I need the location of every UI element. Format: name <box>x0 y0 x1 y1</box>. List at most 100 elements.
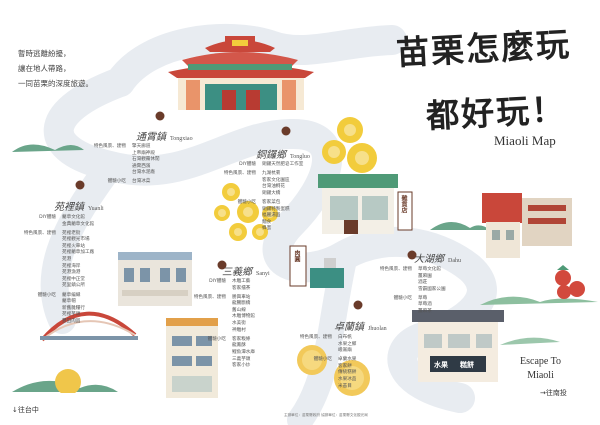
info-items: 草莓文化館薑麻園酒莊雪霸國家公園 <box>418 267 446 293</box>
info-items: 藺草編織藺草帽新舊雜糧行苑裡芋頭豐田肉圓 <box>62 293 85 326</box>
info-item: 豐田肉圓 <box>62 318 81 324</box>
info-item: 麵食 <box>262 219 272 225</box>
info-category: 特色風景、建物 <box>299 335 332 340</box>
info-item: 銅鑼天然肥皂工作室 <box>262 162 304 167</box>
town-label-dahu: 大湖鄉 Dahu <box>414 250 461 265</box>
info-section: 體驗小吃草莓草莓酒薑麻茶 <box>374 296 446 316</box>
info-section: 體驗小吃卓蘭水果客家餅傳統糕餅水果冰品米苔目 <box>294 357 357 390</box>
info-items: 台灣冰菜 <box>132 179 150 186</box>
town-label-tongluo: 銅鑼鄉 Tongluo <box>256 146 310 161</box>
town-label-zhuolan: 卓蘭鎮 Jhuolan <box>334 318 387 333</box>
info-item: 苑裡中正堂 <box>62 276 85 282</box>
info-item: 草莓 <box>418 295 428 301</box>
info-category: DIY體驗 <box>209 279 226 284</box>
info-section: 體驗小吃客家菜包銅鑼特製蛋糕福麗湯圓麵食蜂蜜 <box>218 200 303 233</box>
info-item: 擎天廊道 <box>132 144 151 149</box>
info-item: 草莓文化館 <box>418 267 441 272</box>
info-item: 苑裡老街 <box>62 230 81 236</box>
info-item: 客家菜包 <box>262 199 281 205</box>
sanyi-shop-sign: 肉圓 <box>293 250 300 262</box>
zhuolan-store-sign: 水果 <box>434 361 448 369</box>
info-section: 體驗小吃客家粄條龍鳳酥鯉魚潭水庫三義芋頭客家小炒 <box>188 337 255 370</box>
info-items: 客家粄條龍鳳酥鯉魚潭水庫三義芋頭客家小炒 <box>232 337 255 370</box>
info-item: 上帝廟神殿 <box>132 150 155 156</box>
info-item: 勝興車站 <box>232 294 251 300</box>
info-category: 體驗小吃 <box>37 292 56 298</box>
info-section: 特色風景、建物白布帆水果之鄉峨崙廟 <box>294 335 357 355</box>
town-label-yuanli: 苑裡鎮 Yuanli <box>54 198 104 213</box>
info-section: 特色風景、建物 擎天廊道上帝廟神殿石灣觀霧休閒通霄西濱台灣水泥廠 <box>88 144 160 177</box>
stop-tongxiao <box>155 111 165 121</box>
info-category: 特色風景、建物 <box>193 294 226 300</box>
stop-yuanli <box>75 180 85 190</box>
info-item: 白布帆 <box>338 335 352 340</box>
escape-line: Miaoli <box>527 370 554 381</box>
info-item: 苑裡海岸 <box>62 263 81 269</box>
town-name-zh: 三義鄉 <box>222 267 252 278</box>
info-section: DIY體驗 木雕工藝客家擂茶 <box>188 279 255 292</box>
info-section: 特色風景、建物 草莓文化館薑麻園酒莊雪霸國家公園 <box>374 267 446 293</box>
town-name-zh: 通霄鎮 <box>136 132 166 143</box>
info-item: 傳統糕餅 <box>338 370 357 376</box>
info-category: 特色風景、建物 <box>379 267 412 272</box>
info-item: 木雕工藝 <box>232 279 251 284</box>
info-section: DIY體驗 銅鑼天然肥皂工作室 <box>218 162 303 169</box>
info-item: 草莓酒 <box>418 302 432 308</box>
town-label-tongxiao: 通霄鎮 Tongxiao <box>136 128 193 143</box>
info-item: 新舊雜糧行 <box>62 305 85 311</box>
info-item: 薑麻園 <box>418 273 432 279</box>
info-item: 客家餅 <box>338 363 352 369</box>
info-section: 特色風景、建物苑裡老街苑裡觀光市場苑裡火車站苑裡藺草加工廠苑港苑裡海岸苑港漁港苑… <box>18 231 94 290</box>
info-item: 水果之鄉 <box>338 341 357 347</box>
info-item: 苑裡觀光市場 <box>62 237 90 243</box>
town-name-en: Dahu <box>448 258 461 264</box>
hill-dahu <box>480 296 598 305</box>
town-name-zh: 大湖鄉 <box>414 254 444 265</box>
info-section: 體驗小吃藺草編織藺草帽新舊雜糧行苑裡芋頭豐田肉圓 <box>18 293 94 326</box>
town-name-zh: 卓蘭鎮 <box>334 322 364 333</box>
yuanli-station-illustration <box>118 252 192 306</box>
info-yuanli: DIY體驗藺草文化館金典藺草文化館特色風景、建物苑裡老街苑裡觀光市場苑裡火車站苑… <box>18 215 94 328</box>
escape-tagline: Escape To Miaoli <box>520 355 561 383</box>
info-sanyi: DIY體驗 木雕工藝客家擂茶特色風景、建物勝興車站龍騰斷橋舊山線木雕博物館水美街神… <box>188 279 255 372</box>
info-section: DIY體驗藺草文化館金典藺草文化館 <box>18 215 94 228</box>
hill-tongxiao <box>12 144 84 152</box>
title-line-2: 都好玩！ <box>425 89 568 136</box>
zhuolan-shop-illustration <box>412 310 504 382</box>
info-item: 苑港 <box>62 257 72 263</box>
info-category: 體驗小吃 <box>393 295 412 301</box>
credits-text: 主辦單位：苗栗縣政府 協辦單位：苗栗縣文化觀光局 <box>284 413 368 417</box>
info-item: 龍騰斷橋 <box>232 301 251 307</box>
info-item: 水果冰品 <box>338 377 357 383</box>
info-items: 木雕工藝客家擂茶 <box>232 279 250 292</box>
town-name-en: Tongxiao <box>170 136 193 142</box>
info-items: 銅鑼天然肥皂工作室 <box>262 162 303 169</box>
info-items: 勝興車站龍騰斷橋舊山線木雕博物館水美街神雕村 <box>232 295 255 335</box>
info-items: 卓蘭水果客家餅傳統糕餅水果冰品米苔目 <box>338 357 356 390</box>
town-label-sanyi: 三義鄉 Sanyi <box>222 263 270 278</box>
info-items: 擎天廊道上帝廟神殿石灣觀霧休閒通霄西濱台灣水泥廠 <box>132 144 160 177</box>
info-item: 台灣油桐花 <box>262 184 285 190</box>
info-item: 台灣冰菜 <box>132 179 151 185</box>
direction-nantou: →往南投 <box>540 389 567 397</box>
info-category: 特色風景、建物 <box>93 144 126 149</box>
escape-line: Escape To <box>520 356 562 367</box>
info-item: 銅鑼大橋 <box>262 190 281 196</box>
temple-illustration <box>168 36 314 110</box>
info-section: 體驗小吃台灣冰菜 <box>88 179 160 186</box>
sanyi-stall-illustration <box>289 245 344 288</box>
info-category: 體驗小吃 <box>237 199 256 205</box>
info-items: 草莓草莓酒薑麻茶 <box>418 296 432 316</box>
intro-line: 暫時逃離紛擾， <box>18 49 71 58</box>
hill-bottom-right <box>500 337 560 345</box>
info-category: DIY體驗 <box>239 162 256 167</box>
left-road <box>40 152 124 334</box>
intro-line: 讓在地人帶路， <box>18 64 71 73</box>
info-item: 蜂蜜 <box>262 226 272 232</box>
info-dahu: 特色風景、建物草莓文化館薑麻園酒莊雪霸國家公園體驗小吃草莓草莓酒薑麻茶 <box>374 267 446 318</box>
info-item: 木雕博物館 <box>232 314 255 320</box>
intro-line: 一同苗栗的深度旅遊。 <box>18 79 93 88</box>
direction-taichung: ↓往台中 <box>12 406 39 414</box>
